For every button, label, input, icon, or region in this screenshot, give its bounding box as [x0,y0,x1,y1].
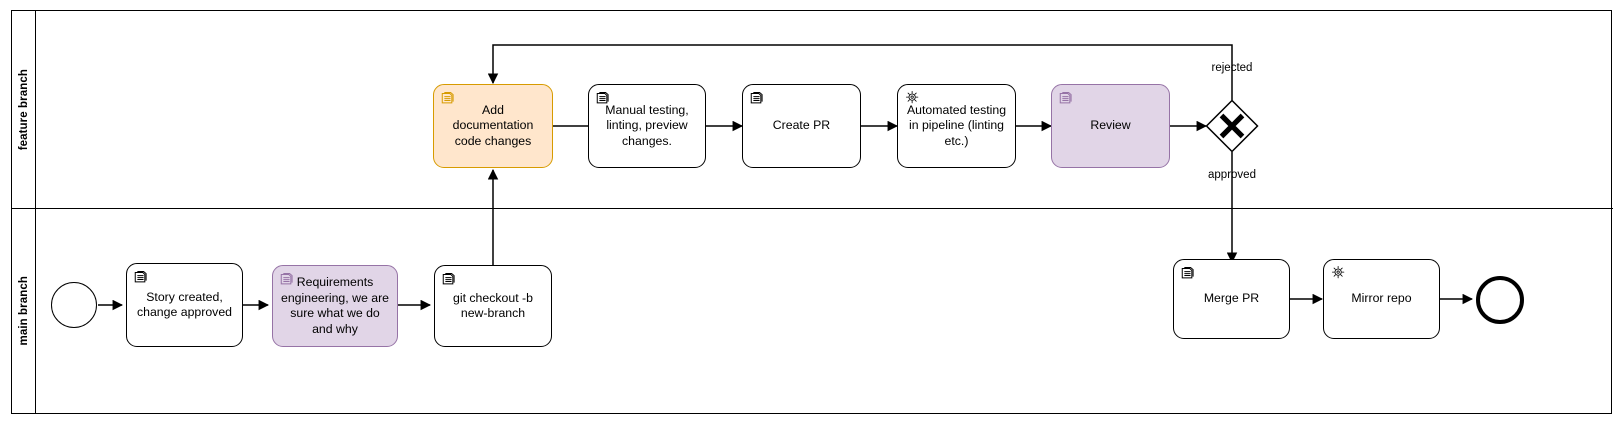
task-add-documentation-label: Add documentation code changes [452,102,534,148]
task-requirements-engineering[interactable]: Requirements engineering, we are sure wh… [272,265,398,347]
task-mirror-repo-label: Mirror repo [1351,291,1412,306]
end-event[interactable] [1476,276,1524,324]
task-review[interactable]: Review [1051,84,1170,168]
x-gateway-icon [1205,99,1259,153]
gear-icon [1331,265,1345,279]
manual-hand-icon [750,92,763,104]
manual-hand-icon [442,273,455,285]
task-mirror-repo[interactable]: Mirror repo [1323,259,1440,339]
task-add-documentation[interactable]: Add documentation code changes [433,84,553,168]
task-manual-testing[interactable]: Manual testing, linting, preview changes… [588,84,706,168]
pool: feature branch main branch [11,10,1613,414]
manual-hand-icon [1181,267,1194,279]
task-requirements-engineering-label: Requirements engineering, we are sure wh… [281,275,390,336]
task-create-pr[interactable]: Create PR [742,84,861,168]
task-automated-testing[interactable]: Automated testing in pipeline (linting e… [897,84,1016,168]
task-story-created[interactable]: Story created, change approved [126,263,243,347]
task-story-created-label: Story created, change approved [136,289,233,320]
task-manual-testing-label: Manual testing, linting, preview changes… [605,102,689,148]
lane-divider [12,208,1613,209]
task-merge-pr-label: Merge PR [1203,291,1260,306]
lane-label-main-branch: main branch [12,208,36,413]
task-merge-pr[interactable]: Merge PR [1173,259,1290,339]
flow-label-rejected: rejected [1211,62,1253,74]
start-event[interactable] [51,282,97,328]
manual-hand-icon [1059,92,1072,104]
flow-label-approved: approved [1208,169,1256,181]
lane-label-feature-branch-text: feature branch [17,68,30,151]
exclusive-gateway[interactable] [1205,99,1259,153]
task-git-checkout-label: git checkout -b new-branch [453,290,533,321]
manual-hand-icon [134,271,147,283]
task-automated-testing-label: Automated testing in pipeline (linting e… [906,102,1007,148]
task-git-checkout[interactable]: git checkout -b new-branch [434,265,552,347]
task-create-pr-label: Create PR [772,118,831,133]
task-review-label: Review [1090,118,1131,133]
lane-label-main-branch-text: main branch [17,275,30,346]
lane-label-feature-branch: feature branch [12,11,36,208]
